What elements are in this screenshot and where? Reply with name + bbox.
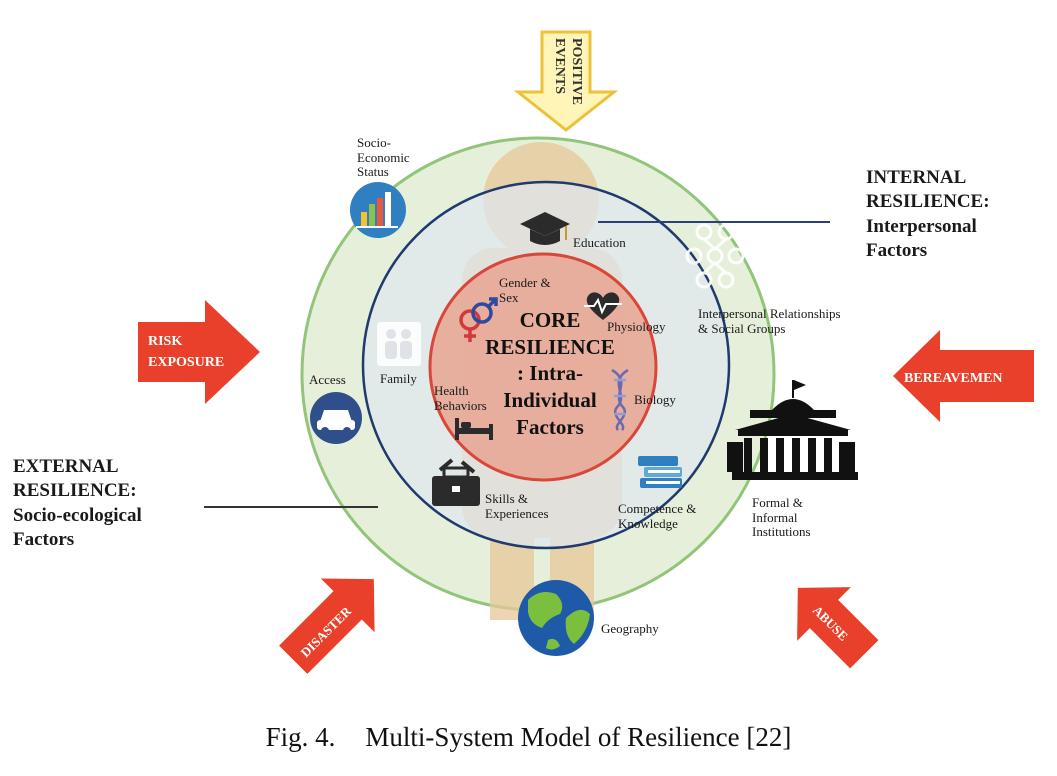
competence-line2: Knowledge	[618, 515, 678, 531]
internal-line2: RESILIENCE:	[866, 191, 990, 213]
competence-label: Competence & Knowledge	[618, 501, 697, 531]
internal-line1: INTERNAL	[866, 167, 967, 188]
access-label: Access	[309, 372, 346, 387]
external-line1: EXTERNAL	[13, 456, 119, 477]
bar-chart-icon	[350, 182, 406, 238]
disaster-arrow	[279, 578, 375, 674]
core-line5: Factors	[516, 414, 584, 439]
interpersonal-line1: Interpersonal Relationships	[698, 306, 841, 321]
core-line1: CORE	[519, 308, 581, 332]
internal-line4: Factors	[866, 239, 928, 261]
government-building-icon	[727, 380, 858, 480]
interpersonal-line2: & Social Groups	[698, 320, 786, 336]
graduation-cap-icon	[520, 212, 570, 245]
external-line2: RESILIENCE:	[13, 480, 137, 502]
people-network-icon	[685, 223, 745, 289]
family-label: Family	[380, 371, 417, 386]
gender-line1: Gender &	[499, 275, 551, 290]
health-line1: Health	[434, 383, 469, 398]
socio-line2: Economic	[357, 149, 410, 165]
positive-events-line1: POSITIVE	[569, 38, 584, 105]
heart-pulse-icon	[584, 292, 622, 320]
health-behaviors-label: Health Behaviors	[434, 383, 487, 413]
skills-label: Skills & Experiences	[485, 491, 549, 521]
external-resilience-heading: EXTERNAL RESILIENCE: Socio-ecological Fa…	[13, 455, 142, 552]
core-line2: RESILIENCE	[485, 334, 615, 359]
books-icon	[638, 456, 682, 488]
bed-icon	[455, 418, 493, 440]
external-line4: Factors	[13, 528, 75, 550]
dna-icon	[611, 368, 629, 431]
socio-line1: Socio-	[357, 135, 391, 150]
health-line2: Behaviors	[434, 397, 487, 413]
family-icon	[377, 322, 421, 366]
socio-economic-label: Socio- Economic Status	[357, 135, 410, 180]
external-line3: Socio-ecological	[13, 504, 142, 526]
core-line4: Individual	[503, 387, 597, 412]
skills-line1: Skills &	[485, 491, 528, 506]
risk-exposure-arrow	[138, 300, 260, 404]
bereavement-arrow	[893, 330, 1034, 422]
geography-label: Geography	[601, 621, 659, 636]
positive-events-arrow	[513, 30, 619, 132]
gender-symbol-icon	[459, 297, 498, 342]
globe-icon	[518, 580, 594, 656]
toolbox-icon	[432, 458, 480, 506]
biology-label: Biology	[634, 392, 676, 407]
figure-title: Multi-System Model of Resilience [22]	[365, 722, 792, 752]
skills-line2: Experiences	[485, 505, 549, 521]
competence-line1: Competence &	[618, 501, 697, 516]
gender-label: Gender & Sex	[499, 275, 551, 305]
figure-caption: Fig. 4. Multi-System Model of Resilience …	[0, 722, 1057, 753]
gender-line2: Sex	[499, 289, 519, 305]
abuse-arrow	[797, 587, 879, 669]
physiology-label: Physiology	[607, 319, 666, 334]
internal-resilience-heading: INTERNAL RESILIENCE: Interpersonal Facto…	[866, 166, 990, 263]
formal-line1: Formal &	[752, 495, 803, 510]
figure-number: Fig. 4.	[265, 722, 336, 752]
formal-line2: Informal	[752, 509, 798, 525]
core-resilience-label: CORE RESILIENCE : Intra- Individual Fact…	[455, 307, 645, 440]
socio-line3: Status	[357, 164, 389, 180]
education-label: Education	[573, 235, 626, 250]
bereavement-label: BEREAVEMEN	[904, 371, 1003, 386]
risk-exposure-line1: RISK	[148, 334, 182, 349]
core-line3: : Intra-	[517, 361, 583, 386]
car-icon	[310, 392, 362, 444]
institutions-label: Formal & Informal Institutions	[752, 495, 811, 540]
formal-line3: Institutions	[752, 524, 811, 540]
interpersonal-label: Interpersonal Relationships & Social Gro…	[698, 306, 841, 336]
risk-exposure-line2: EXPOSURE	[148, 355, 224, 370]
positive-events-line2: EVENTS	[552, 38, 567, 94]
internal-line3: Interpersonal	[866, 215, 977, 237]
